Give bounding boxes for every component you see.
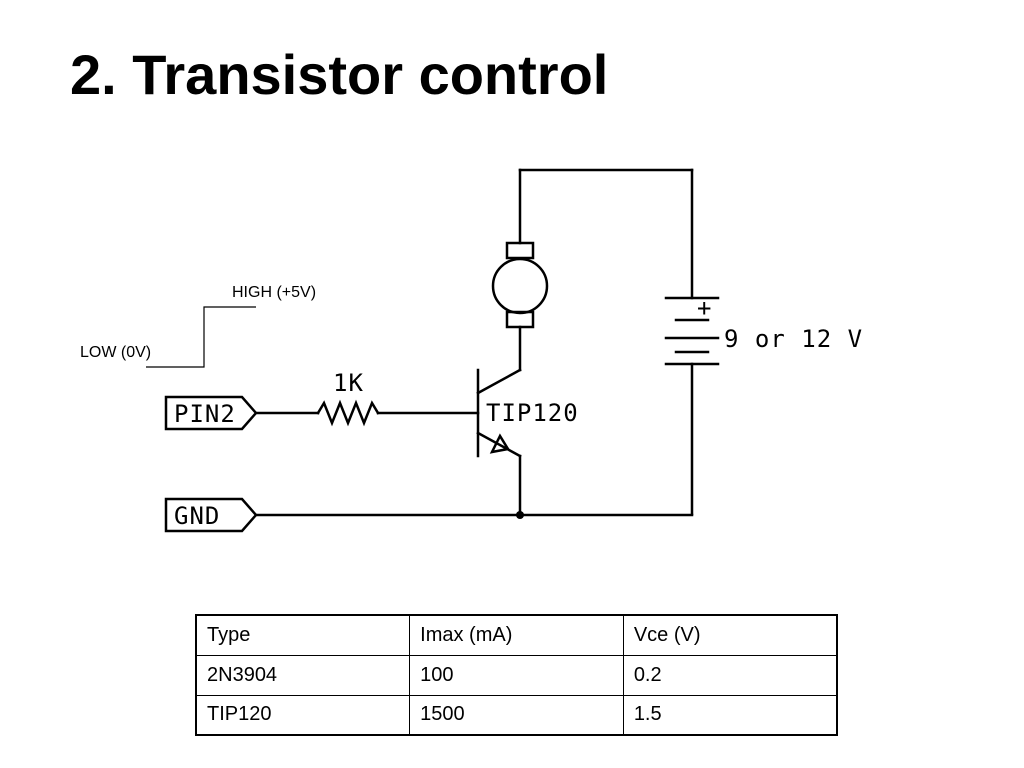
table-header-cell: Type — [195, 614, 411, 656]
resistor-label: 1K — [333, 369, 364, 397]
table-cell: 0.2 — [622, 654, 838, 696]
table-cell: 1.5 — [622, 694, 838, 736]
table-row: 2N3904 100 0.2 — [195, 654, 838, 696]
battery: + 9 or 12 V — [664, 294, 863, 366]
table-cell: 1500 — [409, 694, 624, 736]
pin2-connector: PIN2 — [164, 395, 258, 431]
supply-wires — [518, 168, 694, 516]
table-cell: TIP120 — [195, 694, 411, 736]
table-header-cell: Imax (mA) — [409, 614, 624, 656]
table-row: TIP120 1500 1.5 — [195, 694, 838, 736]
gnd-label: GND — [174, 502, 220, 530]
base-wire: 1K — [254, 369, 480, 427]
pin2-label: PIN2 — [174, 400, 236, 428]
signal-high-label: HIGH (+5V) — [232, 284, 316, 301]
motor — [491, 168, 549, 372]
table-cell: 2N3904 — [195, 654, 411, 696]
signal-low-label: LOW (0V) — [80, 344, 151, 361]
ground-wire — [254, 454, 694, 519]
transistor-tip120: TIP120 — [476, 368, 579, 458]
transistor-label: TIP120 — [486, 399, 579, 427]
junction-dot — [516, 511, 524, 519]
slide-title: 2. Transistor control — [70, 43, 609, 106]
battery-voltage-label: 9 or 12 V — [724, 325, 863, 353]
signal-waveform: HIGH (+5V) LOW (0V) — [80, 284, 316, 368]
table-header-cell: Vce (V) — [622, 614, 838, 656]
resistor-1k — [316, 399, 380, 427]
transistor-table: Type Imax (mA) Vce (V) 2N3904 100 0.2 TI… — [195, 614, 838, 736]
gnd-connector: GND — [164, 497, 258, 533]
table-header-row: Type Imax (mA) Vce (V) — [195, 614, 838, 656]
battery-plus-label: + — [697, 294, 712, 322]
table-cell: 100 — [409, 654, 624, 696]
